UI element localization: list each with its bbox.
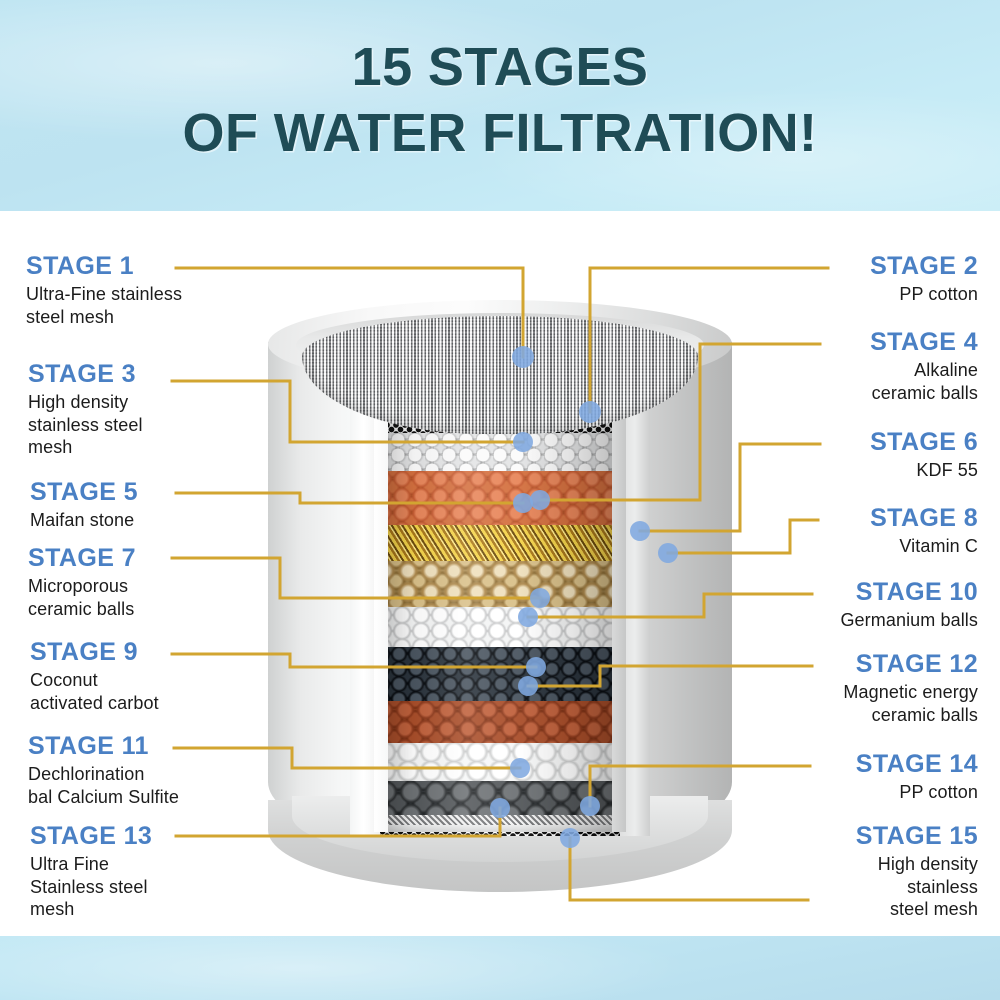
stage-block-4: STAGE 4 Alkaline ceramic balls [688, 328, 978, 404]
stage-block-15: STAGE 15 High density stainless steel me… [688, 822, 978, 921]
stage-description-6: KDF 55 [916, 460, 978, 480]
connector-stage-3 [170, 379, 525, 444]
connector-dot-stage-1 [512, 346, 534, 368]
media-layer-stage-11 [380, 743, 620, 783]
stage-description-12: Magnetic energy ceramic balls [843, 682, 978, 725]
stage-label-2: STAGE 2 [870, 252, 978, 280]
media-layer-stage-8 [380, 607, 620, 649]
stage-description-2: PP cotton [899, 284, 978, 304]
page-title-line-1: 15 STAGES [351, 37, 649, 97]
stage-label-5: STAGE 5 [30, 478, 138, 506]
stage-label-3: STAGE 3 [28, 360, 136, 388]
media-layer-stage-6 [380, 525, 620, 563]
page-title-line-2: OF WATER FILTRATION! [182, 103, 818, 163]
connector-stage-12 [526, 664, 814, 688]
media-layer-stage-10 [380, 701, 620, 745]
connector-dot-stage-14 [580, 796, 600, 816]
connector-dot-stage-2 [579, 401, 601, 423]
stage-description-4: Alkaline ceramic balls [871, 360, 978, 403]
stage-label-15: STAGE 15 [855, 822, 978, 850]
stage-label-10: STAGE 10 [855, 578, 978, 606]
stage-block-7: STAGE 7 Microporous ceramic balls [28, 544, 278, 620]
connector-dot-stage-10 [518, 607, 538, 627]
stage-label-4: STAGE 4 [870, 328, 978, 356]
stage-description-11: Dechlorination bal Calcium Sulfite [28, 764, 179, 807]
stage-block-8: STAGE 8 Vitamin C [688, 504, 978, 558]
connector-dot-stage-11 [510, 758, 530, 778]
stage-label-11: STAGE 11 [28, 732, 149, 760]
stage-block-3: STAGE 3 High density stainless steel mes… [28, 360, 278, 459]
connector-dot-stage-9 [526, 657, 546, 677]
stage-block-2: STAGE 2 PP cotton [688, 252, 978, 306]
connector-stage-2 [588, 266, 830, 414]
stage-block-11: STAGE 11 Dechlorination bal Calcium Sulf… [28, 732, 290, 808]
stage-label-6: STAGE 6 [870, 428, 978, 456]
media-layer-stage-9 [380, 647, 620, 703]
connector-stage-14 [588, 764, 812, 808]
connector-dot-stage-13 [490, 798, 510, 818]
connector-dot-stage-5 [513, 493, 533, 513]
media-layer-stage-7 [380, 561, 620, 609]
stage-block-6: STAGE 6 KDF 55 [688, 428, 978, 482]
connector-stage-8 [666, 518, 820, 555]
connector-stage-1 [174, 266, 525, 359]
connector-dot-stage-7 [530, 588, 550, 608]
stage-description-8: Vitamin C [899, 536, 978, 556]
connector-dot-stage-15 [560, 828, 580, 848]
stage-label-8: STAGE 8 [870, 504, 978, 532]
stage-block-13: STAGE 13 Ultra Fine Stainless steel mesh [30, 822, 280, 921]
stage-description-13: Ultra Fine Stainless steel mesh [30, 854, 148, 919]
stage-block-12: STAGE 12 Magnetic energy ceramic balls [688, 650, 978, 726]
connector-stage-10 [526, 592, 814, 619]
stage-label-12: STAGE 12 [855, 650, 978, 678]
connector-dot-stage-3 [513, 432, 533, 452]
top-mesh-screen-stage-1 [302, 316, 698, 434]
stage-description-1: Ultra-Fine stainless steel mesh [26, 284, 183, 327]
stage-description-5: Maifan stone [30, 510, 135, 530]
stage-block-5: STAGE 5 Maifan stone [30, 478, 280, 532]
stage-block-10: STAGE 10 Germanium balls [688, 578, 978, 632]
stage-label-7: STAGE 7 [28, 544, 136, 572]
connector-stage-9 [170, 652, 538, 669]
stage-description-9: Coconut activated carbot [30, 670, 159, 713]
stage-description-14: PP cotton [899, 782, 978, 802]
connector-stage-6 [638, 442, 822, 533]
connector-stage-11 [172, 746, 522, 770]
stage-description-7: Microporous ceramic balls [28, 576, 135, 619]
connector-stage-15 [568, 836, 810, 902]
connector-dot-stage-12 [518, 676, 538, 696]
cutaway-face-right [612, 342, 626, 832]
connector-dot-stage-4 [530, 490, 550, 510]
connector-stage-7 [170, 556, 542, 600]
connector-stage-4 [538, 342, 822, 502]
stage-block-14: STAGE 14 PP cotton [688, 750, 978, 804]
stage-label-13: STAGE 13 [30, 822, 153, 850]
connector-dot-stage-6 [630, 521, 650, 541]
stage-description-10: Germanium balls [840, 610, 978, 630]
stage-block-9: STAGE 9 Coconut activated carbot [30, 638, 280, 714]
media-layer-stage-4 [380, 433, 620, 473]
footer-band [0, 936, 1000, 1000]
connector-stage-5 [174, 491, 525, 505]
cutaway-face-left [374, 342, 388, 832]
stage-description-15: High density stainless steel mesh [877, 854, 978, 919]
stage-block-1: STAGE 1 Ultra-Fine stainless steel mesh [26, 252, 276, 328]
connector-dot-stage-8 [658, 543, 678, 563]
header-band: 15 STAGES OF WATER FILTRATION! [0, 0, 1000, 211]
stage-label-14: STAGE 14 [855, 750, 978, 778]
stage-label-1: STAGE 1 [26, 252, 134, 280]
stage-label-9: STAGE 9 [30, 638, 138, 666]
stage-description-3: High density stainless steel mesh [28, 392, 143, 457]
